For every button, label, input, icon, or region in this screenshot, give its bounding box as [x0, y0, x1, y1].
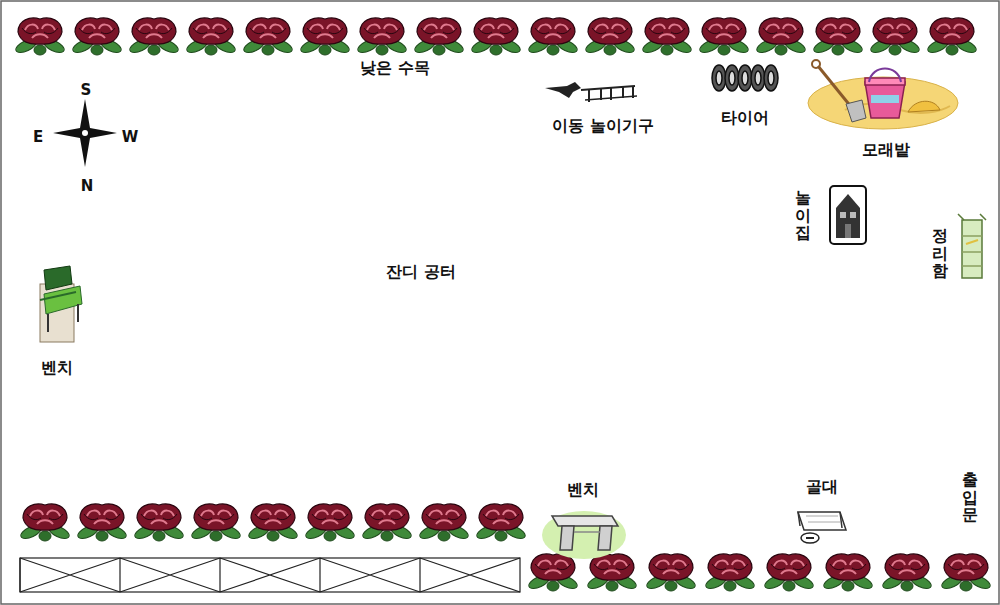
label-text: 벤치 — [567, 480, 599, 499]
area-label: 타이어 — [721, 108, 769, 127]
area-label: 출입문 — [962, 471, 978, 524]
label-text: 낮은 수목 — [356, 57, 434, 78]
label-text: 벤치 — [41, 358, 73, 377]
play-equipment-icon — [545, 82, 637, 102]
rose-bush — [128, 18, 180, 55]
rose-bush — [586, 554, 638, 591]
area-label: 이동 놀이기구 — [552, 116, 654, 135]
label-text: 잔디 공터 — [386, 262, 456, 281]
goal-icon — [798, 512, 846, 543]
rose-bush — [475, 504, 527, 541]
rose-bush — [822, 554, 874, 591]
rose-bush — [413, 18, 465, 55]
bench-icon — [40, 266, 82, 342]
rose-bush — [755, 18, 807, 55]
hedge-row — [14, 18, 992, 591]
area-label: 벤치 — [567, 480, 599, 499]
label-text: 이동 놀이기구 — [552, 116, 654, 135]
label-text: E — [33, 128, 43, 146]
rose-bush — [698, 18, 750, 55]
fence-cell — [220, 558, 320, 592]
rose-bush — [247, 504, 299, 541]
rose-bush — [926, 18, 978, 55]
fence-cell — [20, 558, 120, 592]
rose-bush — [185, 18, 237, 55]
compass-letter: N — [81, 177, 94, 195]
rose-bush — [641, 18, 693, 55]
playhouse-icon — [830, 186, 866, 244]
label-text: 출입문 — [962, 471, 978, 524]
storage-box-icon — [958, 214, 986, 278]
rose-bush — [361, 504, 413, 541]
area-label: 골대 — [806, 477, 838, 496]
area-label: 정리함 — [932, 227, 948, 280]
rose-bush — [418, 504, 470, 541]
area-label: 놀이집 — [795, 189, 811, 242]
area-label: 모래밭 — [862, 140, 910, 159]
label-text: 놀이집 — [795, 189, 811, 242]
fence-boxes — [20, 558, 520, 592]
label-text: 골대 — [806, 477, 838, 496]
rose-bush — [19, 504, 71, 541]
rose-bush — [869, 18, 921, 55]
label-text: S — [81, 81, 92, 99]
bench-icon — [542, 511, 626, 559]
compass-letter: S — [81, 81, 92, 99]
compass-rose — [53, 99, 117, 167]
label-text: W — [122, 128, 139, 146]
compass-letter: E — [33, 128, 43, 146]
rose-bush — [527, 18, 579, 55]
area-label: 벤치 — [41, 358, 73, 377]
rose-bush — [527, 554, 579, 591]
rose-bush — [584, 18, 636, 55]
rose-bush — [299, 18, 351, 55]
rose-bush — [14, 18, 66, 55]
compass-letter: W — [122, 128, 139, 146]
area-label: 낮은 수목 — [356, 57, 434, 78]
rose-bush — [133, 504, 185, 541]
fence-cell — [120, 558, 220, 592]
rose-bush — [356, 18, 408, 55]
label-text: 정리함 — [932, 227, 948, 280]
rose-bush — [304, 504, 356, 541]
rose-bush — [71, 18, 123, 55]
tire-icon — [712, 65, 778, 91]
rose-bush — [704, 554, 756, 591]
label-text: N — [81, 177, 94, 195]
rose-bush — [763, 554, 815, 591]
fence-cell — [320, 558, 420, 592]
rose-bush — [190, 504, 242, 541]
rose-bush — [940, 554, 992, 591]
sandbox-icon — [808, 60, 958, 129]
rose-bush — [881, 554, 933, 591]
area-label: 잔디 공터 — [386, 262, 456, 281]
label-text: 모래밭 — [862, 140, 910, 159]
rose-bush — [645, 554, 697, 591]
fence-cell — [420, 558, 520, 592]
rose-bush — [242, 18, 294, 55]
rose-bush — [812, 18, 864, 55]
label-text: 타이어 — [721, 108, 769, 127]
rose-bush — [470, 18, 522, 55]
rose-bush — [76, 504, 128, 541]
